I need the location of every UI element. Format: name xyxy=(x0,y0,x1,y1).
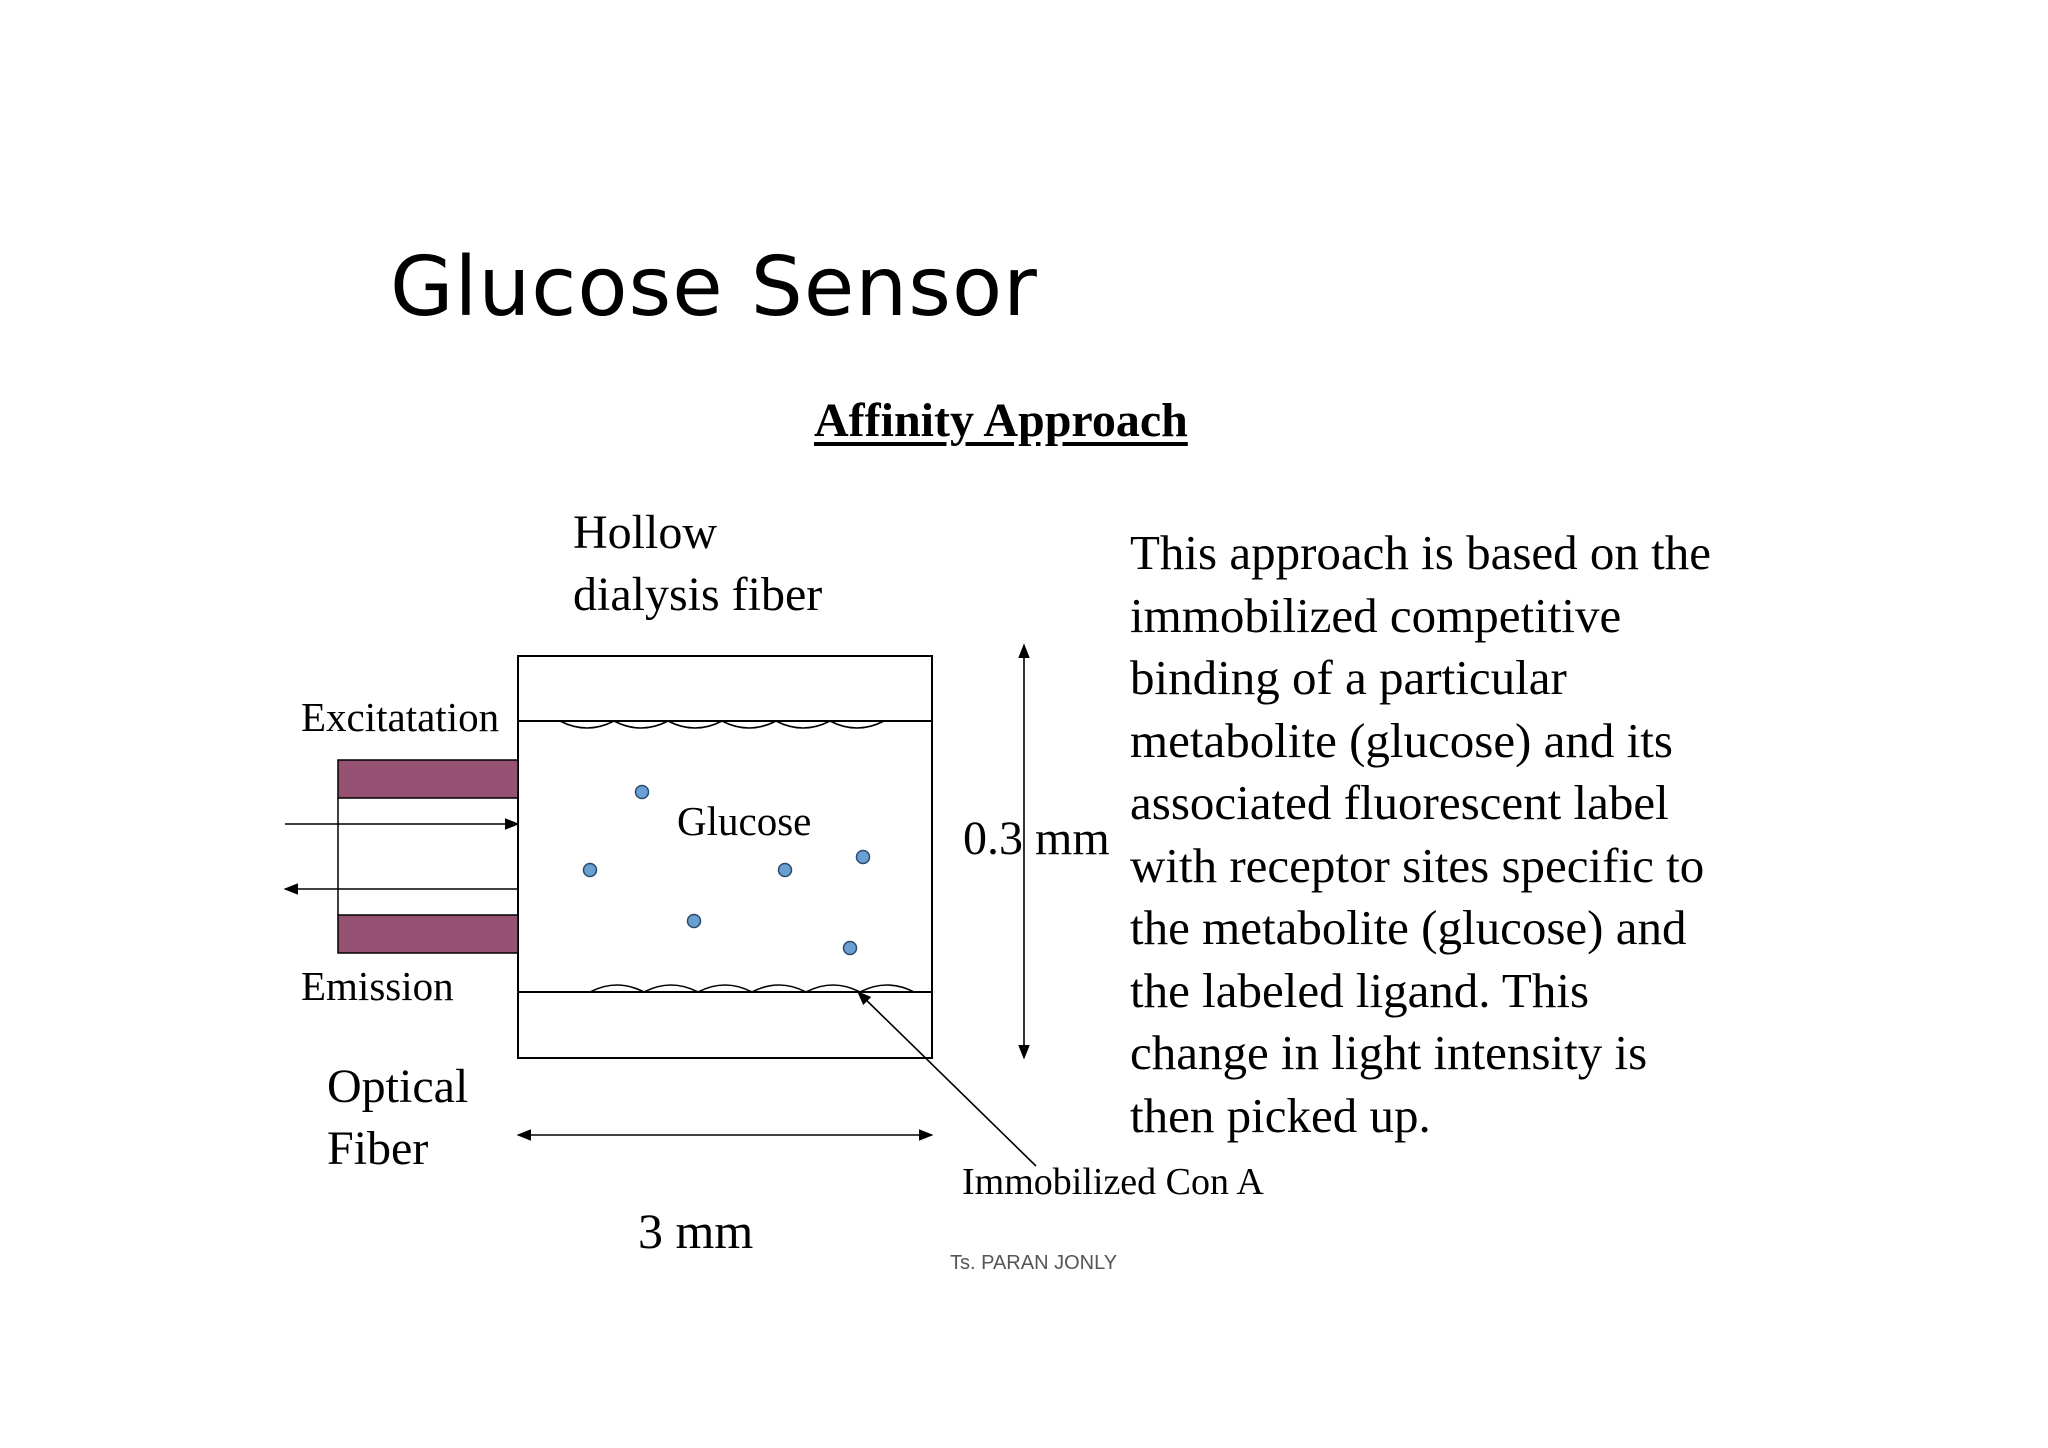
description-line: the labeled ligand. This xyxy=(1130,962,1590,1018)
optical-fiber-label-line2: Fiber xyxy=(327,1122,429,1175)
excitation-label: Excitatation xyxy=(301,694,500,740)
emission-label: Emission xyxy=(301,963,454,1009)
con-a-label: Immobilized Con A xyxy=(962,1161,1264,1203)
description-line: the metabolite (glucose) and xyxy=(1130,900,1687,955)
slide-subtitle: Affinity Approach xyxy=(814,394,1188,447)
glucose-molecule xyxy=(842,940,858,956)
glucose-label: Glucose xyxy=(677,798,812,844)
hollow-fiber-label: Hollow dialysis fiber xyxy=(573,502,822,626)
hollow-fiber-label-line2: dialysis fiber xyxy=(573,568,823,621)
description-line: metabolite (glucose) and its xyxy=(1130,712,1673,768)
glucose-molecules xyxy=(582,784,871,956)
description-line: then picked up. xyxy=(1130,1087,1431,1143)
hollow-fiber-label-line1: Hollow xyxy=(573,506,717,559)
glucose-molecule xyxy=(777,862,793,878)
hollow-fiber-outline xyxy=(517,655,933,1059)
optical-fiber-label-line1: Optical xyxy=(327,1060,469,1113)
slide-title: Glucose Sensor xyxy=(390,240,1038,335)
glucose-molecule xyxy=(855,849,871,865)
description-line: change in light intensity is xyxy=(1130,1025,1648,1080)
con-a-leader-arrow xyxy=(856,990,1037,1167)
bottom-con-a-layer xyxy=(589,984,915,993)
width-dimension-label: 3 mm xyxy=(638,1203,754,1259)
description-line: immobilized competitive xyxy=(1130,587,1622,643)
description-line: This approach is based on the xyxy=(1130,525,1712,580)
glucose-molecule xyxy=(686,913,702,929)
optical-fiber-cladding-bottom xyxy=(337,914,519,954)
height-dimension-label: 0.3 mm xyxy=(963,812,1110,865)
description-line: binding of a particular xyxy=(1130,650,1567,705)
glucose-molecule xyxy=(582,862,598,878)
optical-fiber-label: Optical Fiber xyxy=(327,1056,468,1180)
footer-author: Ts. PARAN JONLY xyxy=(950,1252,1118,1274)
description-line: with receptor sites specific to xyxy=(1130,837,1705,893)
optical-fiber-cladding-top xyxy=(337,759,519,799)
top-con-a-layer xyxy=(559,720,885,729)
description-paragraph: This approach is based on the immobilize… xyxy=(1130,522,1750,1147)
description-line: associated fluorescent label xyxy=(1130,775,1669,830)
glucose-molecule xyxy=(634,784,650,800)
